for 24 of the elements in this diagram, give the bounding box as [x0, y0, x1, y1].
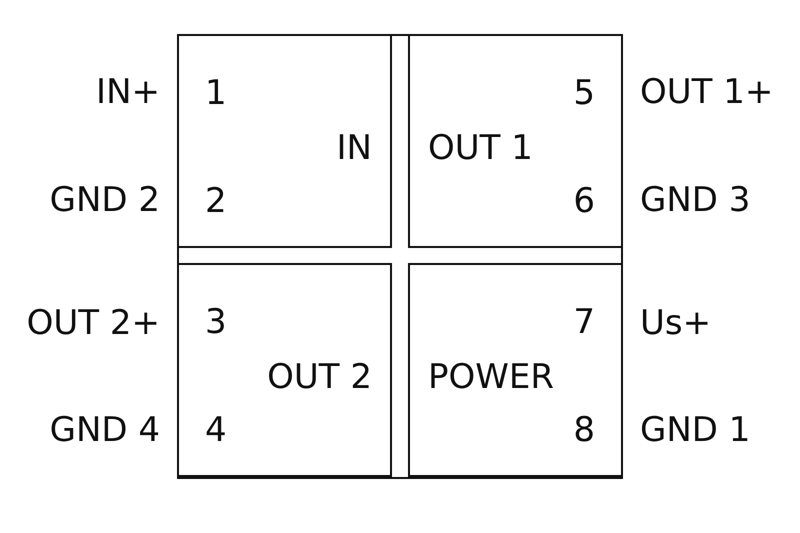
- terminal-block-section: [177, 263, 392, 477]
- pin-number: 3: [205, 302, 227, 342]
- terminal-block-section: [408, 34, 623, 248]
- terminal-block-section: [408, 263, 623, 477]
- signal-name: OUT 2+: [26, 303, 160, 343]
- terminal-block-section: [177, 34, 392, 248]
- pin-number: 7: [573, 302, 595, 342]
- pin-number: 6: [573, 181, 595, 221]
- section-label: IN: [336, 128, 372, 168]
- pin-number: 1: [205, 73, 227, 113]
- signal-name: GND 2: [50, 180, 160, 220]
- signal-name: GND 4: [50, 410, 160, 450]
- section-label: OUT 2: [267, 357, 372, 397]
- signal-name: Us+: [640, 303, 712, 343]
- section-label: POWER: [428, 357, 554, 397]
- pin-number: 4: [205, 410, 227, 450]
- signal-name: IN+: [96, 72, 160, 112]
- signal-name: GND 1: [640, 410, 750, 450]
- pin-number: 2: [205, 181, 227, 221]
- section-label: OUT 1: [428, 128, 533, 168]
- pin-number: 8: [573, 410, 595, 450]
- pin-number: 5: [573, 73, 595, 113]
- signal-name: GND 3: [640, 180, 750, 220]
- signal-name: OUT 1+: [640, 72, 774, 112]
